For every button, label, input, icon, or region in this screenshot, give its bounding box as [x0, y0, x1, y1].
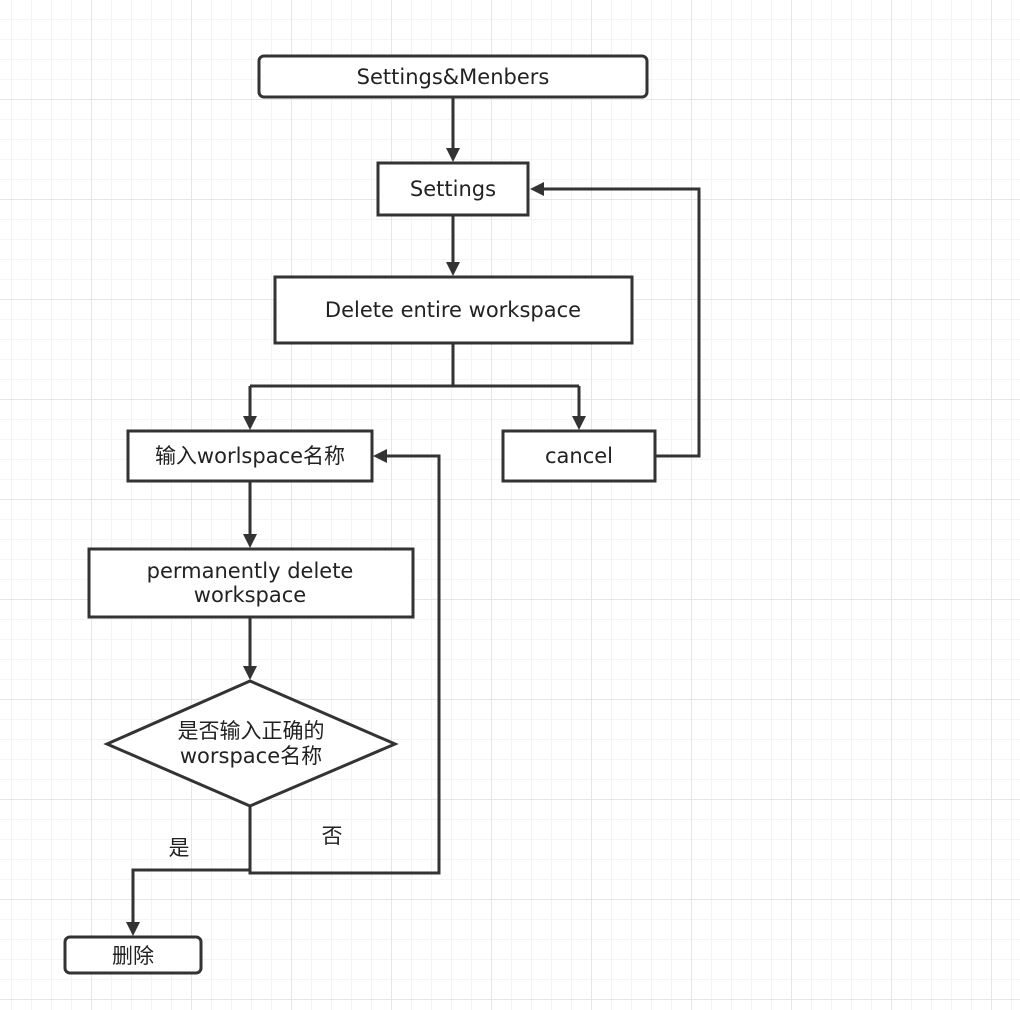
node-permanent-delete-label-line2: workspace: [194, 583, 306, 607]
node-delete-workspace-box: [273, 275, 634, 345]
arrowhead-down-icon: [243, 416, 257, 430]
node-input-name-box: [126, 429, 374, 483]
node-delete-final: 删除: [63, 935, 203, 975]
edge-decision-yes-to-delete: [131, 868, 250, 924]
edge-label-yes: 是: [169, 836, 190, 860]
arrowhead-down-icon: [572, 416, 586, 430]
arrowhead-down-icon: [243, 534, 257, 548]
node-permanent-delete-box: [87, 547, 415, 619]
node-settings-box: [376, 161, 530, 217]
node-cancel-label: cancel: [545, 444, 613, 468]
node-settings: Settings: [376, 161, 530, 217]
node-decision-diamond: [103, 679, 399, 808]
arrowhead-left-icon: [373, 449, 387, 463]
node-cancel-box: [501, 429, 657, 483]
node-settings-label: Settings: [410, 177, 496, 201]
arrowhead-down-icon: [126, 922, 140, 936]
node-delete-workspace: Delete entire workspace: [273, 275, 634, 345]
connectors: [126, 97, 701, 936]
node-delete-final-label: 删除: [112, 944, 154, 968]
node-delete-workspace-label: Delete entire workspace: [325, 298, 581, 322]
node-cancel: cancel: [501, 429, 657, 483]
node-input-name-label: 输入worlspace名称: [155, 444, 345, 468]
node-permanent-delete-label-line1: permanently delete: [147, 559, 354, 583]
edge-cancel-to-settings: [542, 187, 701, 458]
node-settings-members-box: [257, 54, 649, 99]
arrowhead-down-icon: [243, 666, 257, 680]
edge-delete-to-branches: [250, 343, 579, 388]
node-settings-members-label: Settings&Menbers: [357, 65, 550, 89]
node-decision-label-line2: worspace名称: [180, 744, 322, 768]
arrowhead-left-icon: [530, 182, 544, 196]
node-settings-members: Settings&Menbers: [257, 54, 649, 99]
arrowhead-down-icon: [446, 148, 460, 162]
node-permanent-delete: permanently delete workspace: [87, 547, 415, 619]
node-decision: 是否输入正确的 worspace名称: [103, 679, 399, 808]
node-decision-label-line1: 是否输入正确的: [178, 719, 325, 743]
edge-decision-no-to-input: [248, 454, 441, 875]
edge-label-no: 否: [322, 824, 343, 848]
node-delete-final-box: [63, 935, 203, 975]
arrowhead-down-icon: [446, 262, 460, 276]
node-input-name: 输入worlspace名称: [126, 429, 374, 483]
